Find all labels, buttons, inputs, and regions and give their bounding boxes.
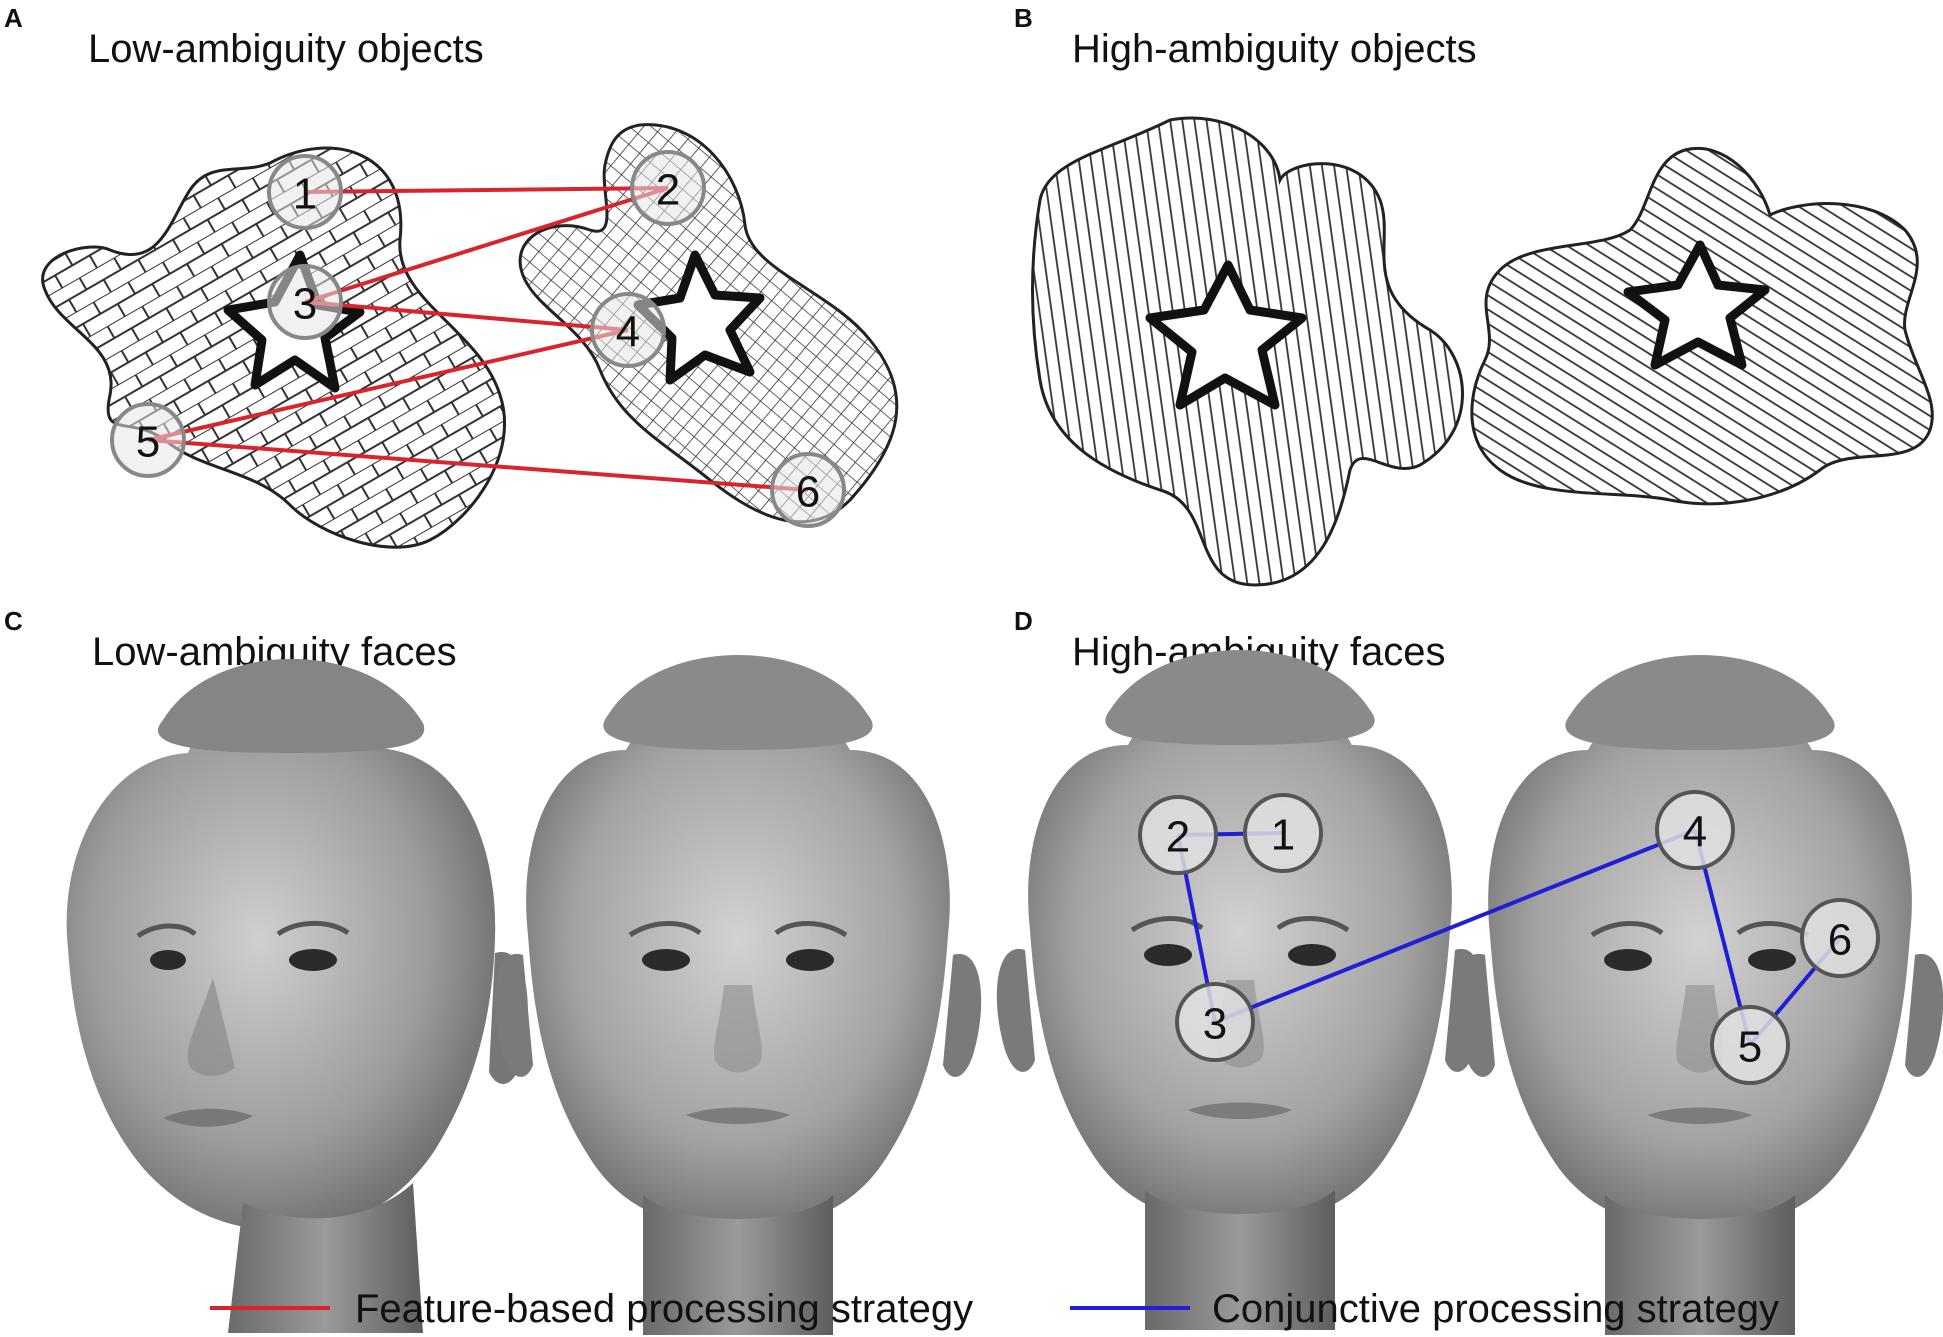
marker-d-5-label: 5	[1738, 1023, 1762, 1072]
marker-a-2: 2	[630, 150, 706, 226]
panel-d-letter: D	[1014, 606, 1033, 636]
marker-d-5: 5	[1710, 1005, 1790, 1085]
marker-a-6: 6	[770, 452, 846, 528]
marker-d-4: 4	[1655, 790, 1735, 870]
marker-a-4-label: 4	[616, 308, 640, 357]
feature-connections	[147, 186, 809, 492]
legend-feature-label: Feature-based processing strategy	[355, 1287, 973, 1331]
marker-d-3-label: 3	[1203, 1000, 1227, 1049]
panel-a-letter: A	[4, 3, 23, 33]
marker-d-1: 1	[1243, 793, 1323, 873]
connection-3-4	[1214, 828, 1696, 1024]
marker-a-2-label: 2	[656, 166, 680, 215]
marker-d-2-label: 2	[1166, 813, 1190, 862]
connection-1-2	[304, 186, 669, 194]
marker-d-6: 6	[1800, 898, 1880, 978]
face-d-right	[1457, 655, 1943, 1335]
marker-a-5-label: 5	[136, 418, 160, 467]
marker-d-2: 2	[1138, 795, 1218, 875]
object-b-left	[1031, 116, 1464, 587]
connection-3-4	[304, 300, 629, 332]
panel-a-title: Low-ambiguity objects	[88, 27, 484, 71]
marker-a-1: 1	[267, 154, 343, 230]
marker-a-3: 3	[267, 264, 343, 340]
object-a-right	[518, 123, 899, 524]
connection-5-4	[147, 328, 629, 442]
marker-a-1-label: 1	[293, 170, 317, 219]
panel-b-title: High-ambiguity objects	[1072, 27, 1477, 71]
marker-a-3-label: 3	[293, 280, 317, 329]
marker-d-1-label: 1	[1271, 811, 1295, 860]
connection-5-6	[147, 438, 809, 492]
marker-a-5: 5	[110, 402, 186, 478]
legend-conjunctive-label: Conjunctive processing strategy	[1212, 1287, 1779, 1331]
face-d-left	[997, 650, 1483, 1330]
face-c-right	[495, 655, 981, 1335]
marker-d-4-label: 4	[1683, 808, 1707, 857]
panel-b-letter: B	[1014, 3, 1033, 33]
marker-d-6-label: 6	[1828, 916, 1852, 965]
marker-a-6-label: 6	[796, 468, 820, 517]
panel-c-letter: C	[4, 606, 23, 636]
marker-d-3: 3	[1175, 982, 1255, 1062]
marker-a-4: 4	[590, 292, 666, 368]
connection-3-2	[304, 186, 669, 304]
face-c-left	[67, 659, 528, 1333]
legend: Feature-based processing strategy Conjun…	[210, 1287, 1779, 1331]
object-b-right	[1470, 147, 1934, 506]
